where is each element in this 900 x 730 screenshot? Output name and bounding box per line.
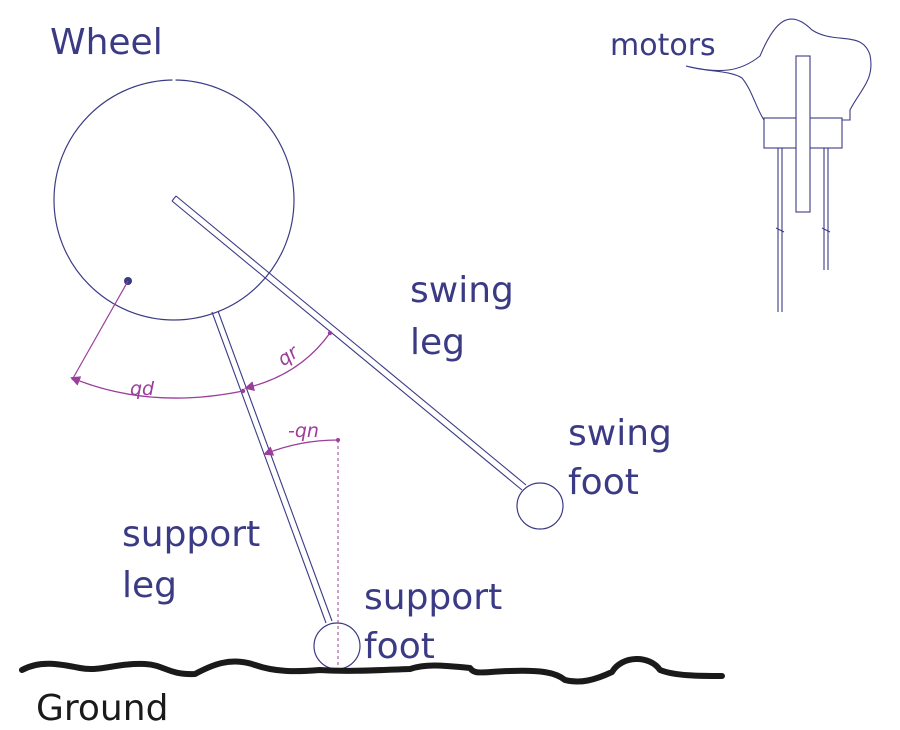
motors-label: motors xyxy=(610,28,716,63)
qd-arc xyxy=(70,376,244,399)
qr-arc xyxy=(244,332,331,391)
support-foot-label-line1: support xyxy=(364,577,502,618)
angle-qn-label: -qn xyxy=(288,420,319,442)
wheel-label: Wheel xyxy=(50,22,163,63)
motors-casing-outline xyxy=(685,18,872,121)
qd-radius-line xyxy=(71,280,129,381)
ground-label: Ground xyxy=(36,688,168,729)
ground-line xyxy=(19,656,725,685)
swing-leg-rod xyxy=(171,195,527,491)
support-foot-circle xyxy=(313,622,361,670)
support-foot-label-line2: foot xyxy=(364,626,435,667)
wheel-dot xyxy=(124,277,132,285)
support-leg-label-line2: leg xyxy=(122,565,177,606)
support-leg-label-line1: support xyxy=(122,514,260,555)
swing-foot-label-line2: foot xyxy=(568,462,639,503)
qn-arc xyxy=(263,439,339,456)
support-leg-rod xyxy=(211,310,333,624)
wheel-circle xyxy=(53,79,295,321)
angle-qd-label: qd xyxy=(130,378,155,400)
angle-qr-label: qr xyxy=(273,341,303,371)
motors-assembly xyxy=(685,18,872,312)
swing-leg-label-line1: swing xyxy=(410,270,514,311)
swing-foot-label-line1: swing xyxy=(568,413,672,454)
swing-leg-label-line2: leg xyxy=(410,322,465,363)
motors-shaft xyxy=(795,55,811,213)
qd-dot xyxy=(240,388,246,394)
qr-dot xyxy=(327,330,333,336)
swing-foot-circle xyxy=(516,482,564,530)
